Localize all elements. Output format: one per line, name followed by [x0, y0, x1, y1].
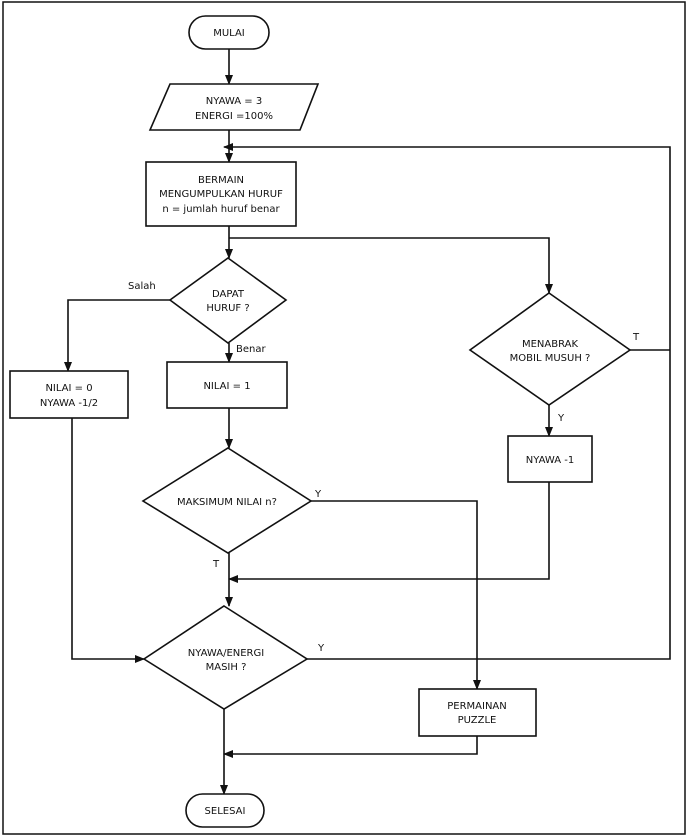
play-process: BERMAIN MENGUMPULKAN HURUF n = jumlah hu…	[145, 161, 297, 227]
end-label: SELESAI	[205, 806, 246, 817]
maks-decision: MAKSIMUM NILAI n?	[141, 447, 313, 554]
nyawa1-process: NYAWA -1	[507, 435, 593, 483]
label-menabrak-no: T	[632, 332, 640, 343]
dapat-decision: DAPAT HURUF ?	[168, 257, 288, 344]
label-salah: Salah	[128, 281, 156, 292]
puzzle-process: PERMAINAN PUZZLE	[418, 688, 537, 737]
puzzle-line1: PERMAINAN	[447, 701, 507, 712]
label-benar: Benar	[236, 344, 266, 355]
label-nyawa-yes: Y	[317, 643, 325, 654]
edge-nilai0-nyawa	[71, 418, 145, 663]
label-menabrak-yes: Y	[557, 413, 565, 424]
edge-nyawa-yes-loop	[223, 143, 671, 660]
init-line2: ENERGI =100%	[195, 111, 273, 122]
start-terminator: MULAI	[188, 15, 270, 50]
label-maks-no: T	[212, 559, 220, 570]
menabrak-line1: MENABRAK	[522, 339, 579, 350]
init-line1: NYAWA = 3	[206, 96, 262, 107]
play-line2: MENGUMPULKAN HURUF	[159, 189, 283, 200]
play-line3: n = jumlah huruf benar	[162, 204, 280, 215]
end-terminator: SELESAI	[185, 793, 265, 828]
label-maks-yes: Y	[314, 489, 322, 500]
dapat-line2: HURUF ?	[206, 303, 249, 314]
start-label: MULAI	[213, 28, 245, 39]
connectors	[64, 49, 671, 795]
maks-label: MAKSIMUM NILAI n?	[177, 497, 277, 508]
nyawa-line2: MASIH ?	[206, 662, 247, 673]
menabrak-line2: MOBIL MUSUH ?	[510, 353, 591, 364]
dapat-line1: DAPAT	[212, 289, 245, 300]
nilai0-line1: NILAI = 0	[45, 383, 92, 394]
nilai1-process: NILAI = 1	[166, 361, 288, 409]
edge-dapat-salah	[64, 299, 170, 372]
edge-nyawa1-merge	[228, 482, 550, 583]
play-line1: BERMAIN	[198, 175, 244, 186]
nilai0-line2: NYAWA -1/2	[40, 398, 98, 409]
edge-maks-yes	[311, 500, 481, 690]
nilai0-process: NILAI = 0 NYAWA -1/2	[9, 370, 129, 419]
menabrak-decision: MENABRAK MOBIL MUSUH ?	[468, 292, 632, 406]
nyawa1-label: NYAWA -1	[526, 455, 574, 466]
puzzle-line2: PUZZLE	[458, 715, 497, 726]
nyawa-decision: NYAWA/ENERGI MASIH ?	[142, 605, 309, 710]
edge-puzzle-end	[223, 736, 478, 758]
edge-play-menabrak	[229, 237, 553, 294]
nyawa-line1: NYAWA/ENERGI	[188, 648, 264, 659]
init-io: NYAWA = 3 ENERGI =100%	[148, 83, 320, 131]
nilai1-label: NILAI = 1	[203, 381, 250, 392]
